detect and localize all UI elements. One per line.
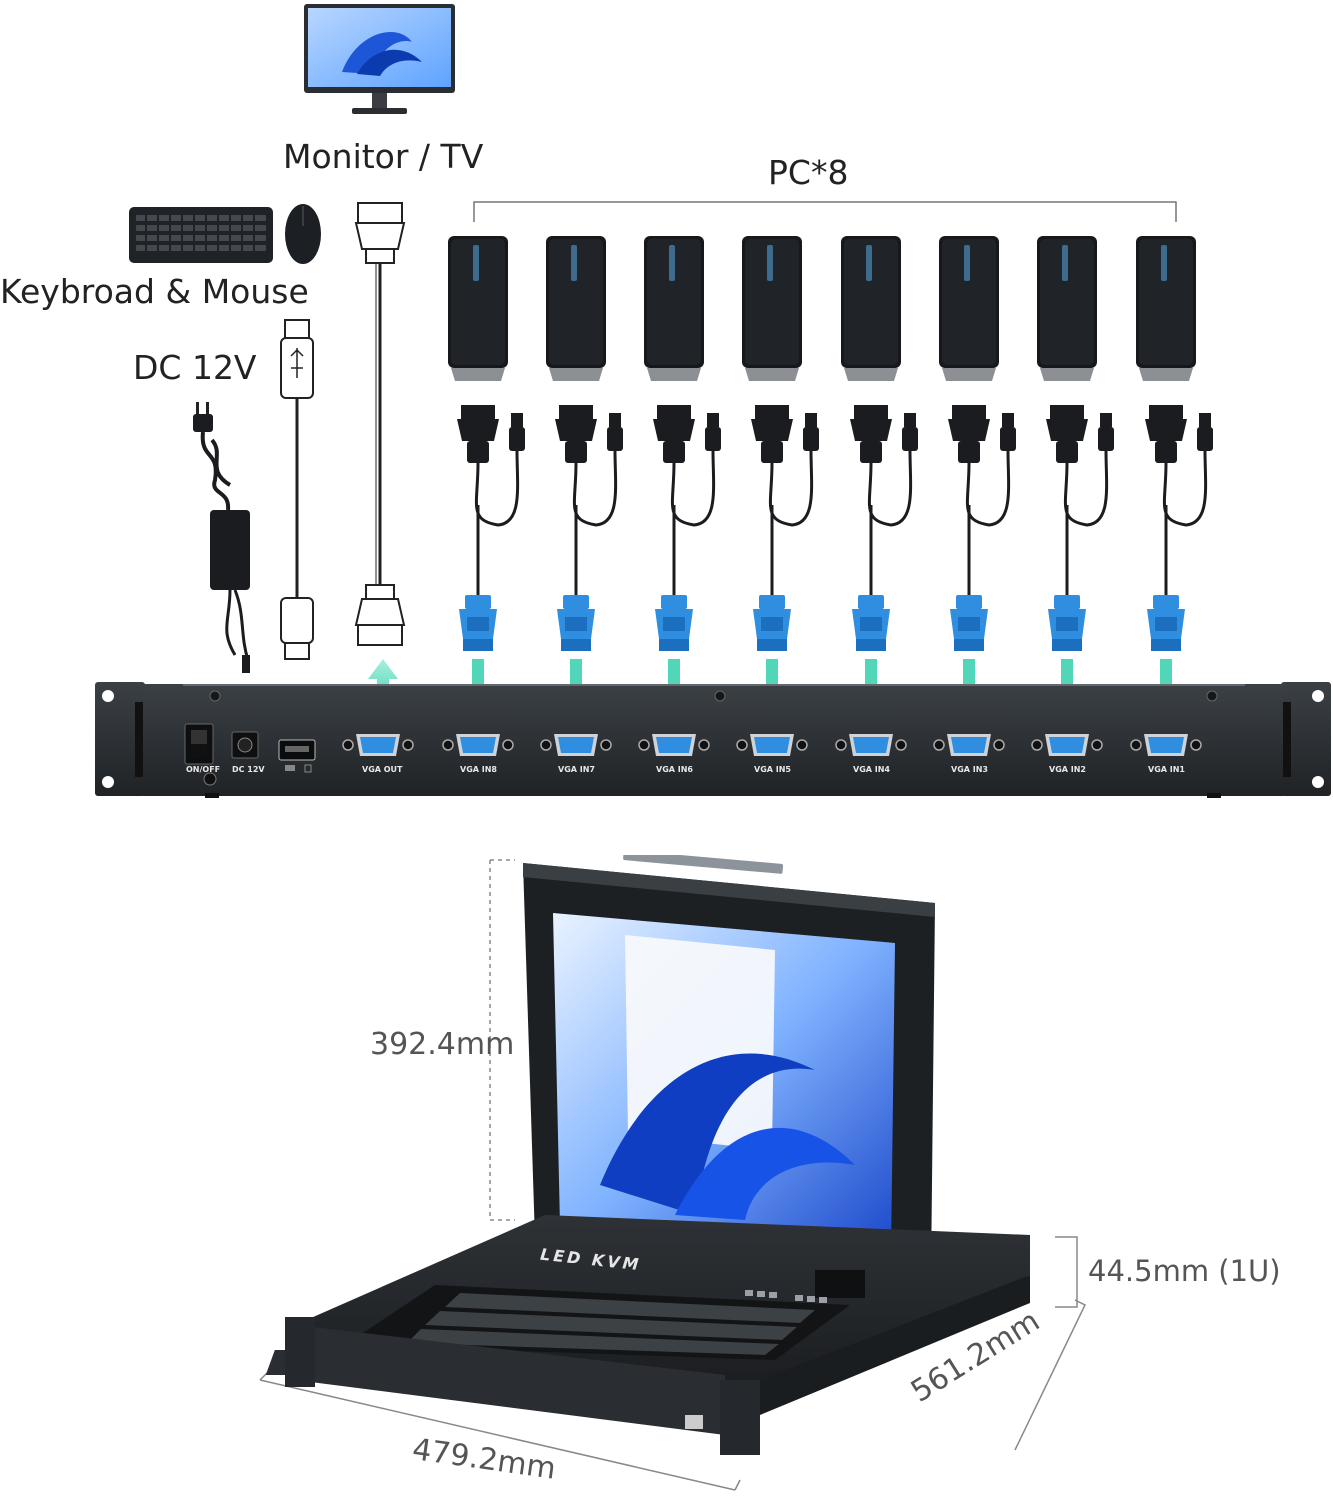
vga-in-port: [442, 734, 514, 756]
vga-in-port: [736, 734, 808, 756]
vga-usb-kvm-cable: [1042, 405, 1132, 660]
mouse-illustration: [283, 202, 323, 266]
pc-tower: [447, 235, 509, 383]
switch-label: ON/OFF: [186, 765, 221, 774]
monitor-label: Monitor / TV: [283, 137, 484, 176]
pc-tower: [643, 235, 705, 383]
vga-in-port: [540, 734, 612, 756]
pc-tower: [840, 235, 902, 383]
vga-usb-kvm-cable: [944, 405, 1034, 660]
vga-in-port-label: VGA IN3: [951, 765, 988, 774]
vga-in-port: [638, 734, 710, 756]
vga-in-port-label: VGA IN7: [558, 765, 595, 774]
usb-cable-illustration: [275, 318, 320, 663]
vga-in-port-label: VGA IN6: [656, 765, 693, 774]
keyboard-mouse-label: Keybroad & Mouse: [0, 272, 309, 311]
height-dimension-label: 392.4mm: [370, 1027, 515, 1062]
vga-usb-kvm-cable: [551, 405, 641, 660]
kvm-console-illustration: [255, 850, 1333, 1495]
pc-tower: [545, 235, 607, 383]
vga-in-port: [1130, 734, 1202, 756]
vga-in-port-label: VGA IN2: [1049, 765, 1086, 774]
power-adapter-illustration: [190, 400, 260, 675]
pc-bracket: [473, 201, 1177, 222]
vga-in-port-label: VGA IN5: [754, 765, 791, 774]
vga-usb-kvm-cable: [649, 405, 739, 660]
vga-usb-kvm-cable: [747, 405, 837, 660]
vga-in-port: [1031, 734, 1103, 756]
dc-jack-label: DC 12V: [232, 765, 265, 774]
vga-out-port: [342, 734, 414, 756]
vga-out-port-label: VGA OUT: [362, 765, 403, 774]
kvm-rear-panel: [95, 682, 1331, 798]
rack-height-dimension-label: 44.5mm (1U): [1088, 1254, 1281, 1288]
pc-tower: [1135, 235, 1197, 383]
pc-tower: [1036, 235, 1098, 383]
pc-tower: [741, 235, 803, 383]
power-label: DC 12V: [133, 348, 257, 387]
vga-usb-kvm-cable: [846, 405, 936, 660]
vga-out-cable-illustration: [350, 195, 410, 655]
vga-in-port-label: VGA IN1: [1148, 765, 1185, 774]
vga-usb-kvm-cable: [1141, 405, 1231, 660]
vga-in-port: [933, 734, 1005, 756]
monitor-illustration: [302, 2, 457, 120]
pc-tower: [938, 235, 1000, 383]
vga-usb-kvm-cable: [453, 405, 543, 660]
vga-in-port-label: VGA IN8: [460, 765, 497, 774]
keyboard-illustration: [128, 205, 274, 265]
vga-in-port-label: VGA IN4: [853, 765, 890, 774]
vga-in-port: [835, 734, 907, 756]
pc-count-label: PC*8: [768, 153, 849, 192]
